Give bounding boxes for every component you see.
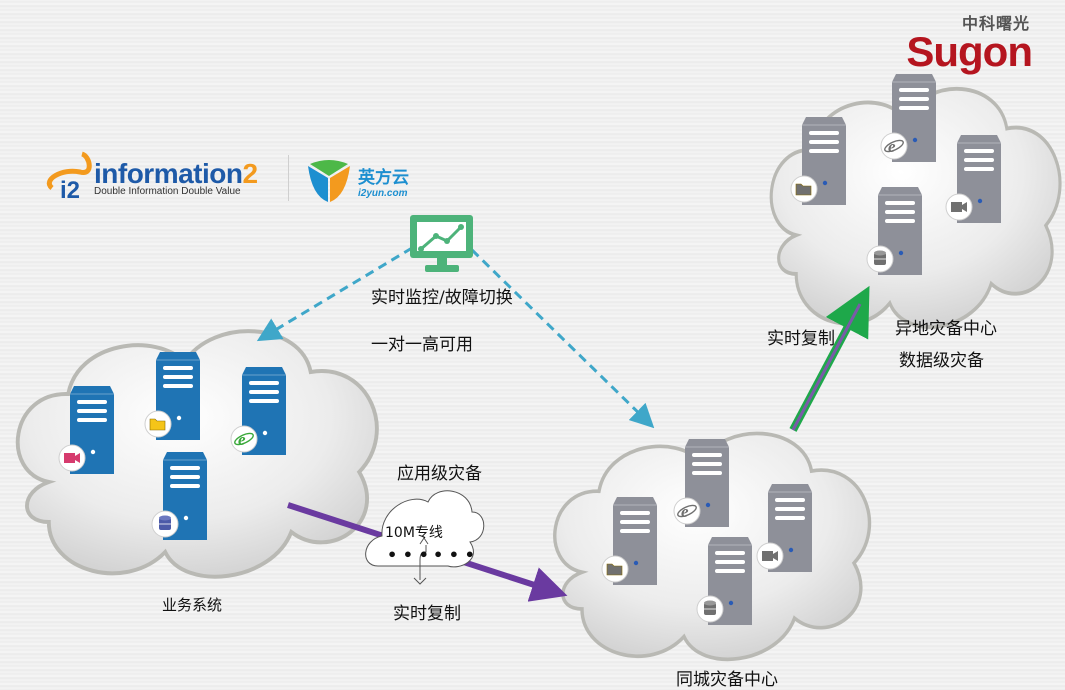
information2-name: information	[94, 158, 243, 189]
realtime-replication-label: 实时复制	[393, 604, 461, 624]
svg-text:e: e	[888, 137, 896, 156]
information2-suffix: 2	[242, 158, 259, 189]
database-icon	[151, 510, 179, 538]
i2-mark-icon: i2	[47, 151, 92, 202]
dedicated-line-cloud-icon: • • • • • •	[365, 490, 485, 585]
svg-text:• • •: • • •	[387, 545, 429, 564]
folder-icon	[144, 410, 172, 438]
server: e	[673, 439, 729, 527]
remote-replication-link	[791, 303, 862, 431]
monitor-sublabel: 一对一高可用	[371, 335, 473, 355]
svg-text:i2: i2	[60, 177, 80, 202]
i2yun-mark-icon	[308, 160, 350, 202]
local-dr-label: 同城灾备中心	[676, 670, 778, 690]
video-camera-icon	[945, 193, 973, 221]
dedicated-line-label: 10M专线	[385, 525, 443, 541]
sugon-logo: 中科曙光 Sugon	[898, 10, 1038, 75]
ie-browser-icon: e	[673, 497, 701, 525]
remote-replication-label: 实时复制	[767, 329, 835, 349]
folder-icon	[790, 175, 818, 203]
folder-icon	[601, 555, 629, 583]
server	[58, 386, 114, 474]
ie-browser-icon: e	[880, 132, 908, 160]
server	[866, 187, 922, 275]
server	[151, 452, 207, 540]
app-level-label: 应用级灾备	[397, 464, 482, 484]
video-camera-icon	[756, 542, 784, 570]
database-icon	[696, 595, 724, 623]
server	[601, 497, 657, 585]
information2-logo: i2 information2 Double Information Doubl…	[42, 150, 282, 205]
sugon-name-cn: 中科曙光	[961, 14, 1030, 33]
remote-dr-sublabel: 数据级灾备	[899, 351, 984, 371]
svg-text:e: e	[238, 430, 246, 449]
video-camera-icon	[58, 444, 86, 472]
server	[696, 537, 752, 625]
monitor-label: 实时监控/故障切换	[371, 288, 513, 308]
server: e	[230, 367, 286, 455]
svg-text:• • •: • • •	[433, 545, 475, 564]
svg-text:e: e	[681, 502, 689, 521]
ie-browser-icon: e	[230, 425, 258, 453]
server	[144, 352, 200, 440]
i2yun-logo: 英方云 i2yun.com	[306, 160, 426, 206]
server: e	[880, 74, 936, 162]
remote-dr-label: 异地灾备中心	[895, 319, 997, 339]
logo-divider	[288, 155, 289, 201]
business-label: 业务系统	[162, 596, 223, 614]
database-icon	[866, 245, 894, 273]
information2-tagline: Double Information Double Value	[94, 186, 241, 197]
monitor-line-to-local-dr	[470, 248, 655, 429]
server	[945, 135, 1001, 223]
server	[790, 117, 846, 205]
sugon-name-en: Sugon	[906, 28, 1033, 75]
i2yun-name: 英方云	[358, 168, 409, 188]
i2yun-url: i2yun.com	[358, 188, 408, 199]
server	[756, 484, 812, 572]
monitor-chart-icon	[410, 215, 473, 272]
